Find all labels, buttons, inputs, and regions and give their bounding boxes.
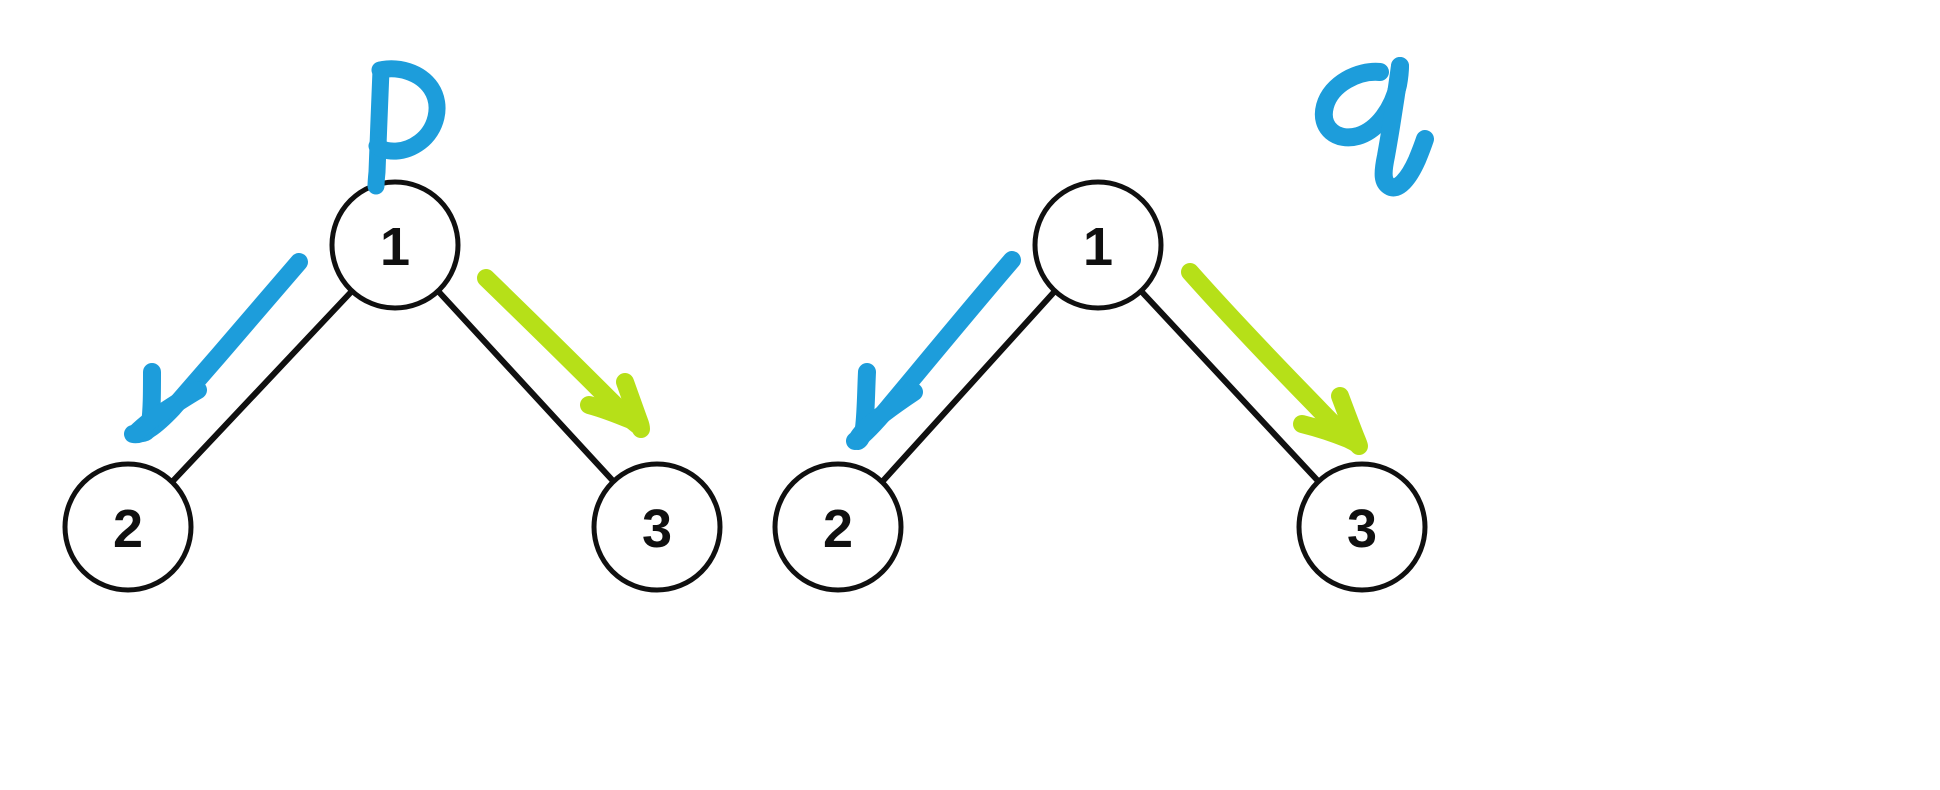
- node-circle: [591, 461, 723, 593]
- blue-arrow: [124, 253, 308, 444]
- node-circle: [1296, 461, 1428, 593]
- node-label: 1: [1083, 217, 1113, 277]
- node-root[interactable]: 1: [329, 179, 461, 311]
- left-tree: 1 2 3: [62, 60, 723, 593]
- node-right-child[interactable]: 3: [1296, 461, 1428, 593]
- right-tree: 1 2 3: [772, 57, 1434, 593]
- node-root[interactable]: 1: [1032, 179, 1164, 311]
- blue-arrow: [846, 251, 1021, 450]
- green-arrow: [477, 269, 650, 438]
- green-arrow: [1181, 263, 1368, 455]
- node-circle: [329, 179, 461, 311]
- node-circle: [62, 461, 194, 593]
- node-label: 3: [1347, 499, 1377, 559]
- edge-root-to-right-child: [1138, 288, 1322, 485]
- node-right-child[interactable]: 3: [591, 461, 723, 593]
- node-left-child[interactable]: 2: [772, 461, 904, 593]
- annotation-label-q-icon: [1314, 57, 1434, 197]
- node-label: 1: [380, 217, 410, 277]
- node-label: 3: [642, 499, 672, 559]
- edge-root-to-left-child: [169, 288, 355, 485]
- node-circle: [772, 461, 904, 593]
- edge-root-to-left-child: [879, 288, 1058, 485]
- node-circle: [1032, 179, 1164, 311]
- node-left-child[interactable]: 2: [62, 461, 194, 593]
- annotation-label-p-icon: [367, 60, 446, 195]
- edge-root-to-right-child: [435, 288, 617, 485]
- node-label: 2: [113, 499, 143, 559]
- node-label: 2: [823, 499, 853, 559]
